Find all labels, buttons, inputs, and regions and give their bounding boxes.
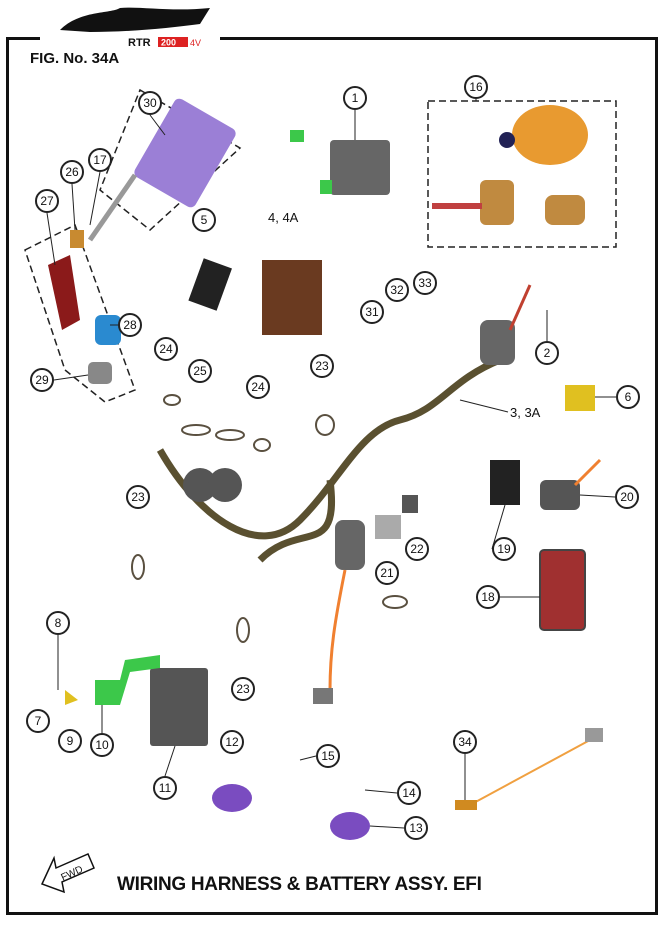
- cover-13: [330, 812, 370, 840]
- callout-17: 17: [88, 148, 112, 172]
- bracket-5: [188, 258, 232, 311]
- callout-34: 34: [453, 730, 477, 754]
- callout-10: 10: [90, 733, 114, 757]
- callout-23b: 23: [126, 485, 150, 509]
- figure-number: FIG. No. 34A: [30, 50, 120, 67]
- sensor-4: [262, 260, 322, 335]
- sensor-20: [540, 480, 580, 510]
- callout-22: 22: [405, 537, 429, 561]
- callout-15: 15: [316, 744, 340, 768]
- callout-32: 32: [385, 278, 409, 302]
- callout-11: 11: [153, 776, 177, 800]
- callout-31: 31: [360, 300, 384, 324]
- ignition-coil: [134, 98, 236, 208]
- callout-29: 29: [30, 368, 54, 392]
- callout-16: 16: [464, 75, 488, 99]
- ignition-lock: [480, 180, 514, 225]
- svg-text:RTR: RTR: [128, 37, 151, 49]
- callout-18: 18: [476, 585, 500, 609]
- horn-relay: [480, 320, 515, 365]
- diagram-frame: [6, 37, 658, 915]
- callout-28: 28: [118, 313, 142, 337]
- plug-cap: [48, 255, 80, 330]
- callout-5: 5: [192, 208, 216, 232]
- hv-lead: [87, 173, 138, 242]
- label-3-3a: 3, 3A: [510, 405, 541, 420]
- callout-24: 24: [154, 337, 178, 361]
- wiring-harness: [156, 356, 502, 540]
- callout-33: 33: [413, 271, 437, 295]
- regulator-rectifier: [330, 140, 390, 195]
- callout-13: 13: [404, 816, 428, 840]
- callout-26: 26: [60, 160, 84, 184]
- callout-9: 9: [58, 729, 82, 753]
- cable-ties: [131, 394, 408, 643]
- callout-20: 20: [615, 485, 639, 509]
- callout-23: 23: [310, 354, 334, 378]
- callout-8: 8: [46, 611, 70, 635]
- key-set-group-box: [427, 100, 617, 248]
- plug-cap-group-box: [24, 223, 136, 403]
- fuse-box: [490, 460, 520, 505]
- callout-14: 14: [397, 781, 421, 805]
- callout-12: 12: [220, 730, 244, 754]
- callout-2: 2: [535, 341, 559, 365]
- key: [499, 132, 515, 148]
- part-21: [375, 515, 401, 539]
- label-4-4a: 4, 4A: [268, 210, 299, 225]
- apache-rtr-logo: RTR 200 4V: [60, 7, 210, 49]
- part-22: [402, 495, 418, 513]
- ecu: [539, 549, 586, 631]
- fuel-cap: [512, 105, 588, 165]
- callout-27: 27: [35, 189, 59, 213]
- callout-24b: 24: [246, 375, 270, 399]
- callout-30: 30: [138, 91, 162, 115]
- callout-7: 7: [26, 709, 50, 733]
- cover-12: [212, 784, 252, 812]
- callout-21: 21: [375, 561, 399, 585]
- cap-holder: [70, 230, 84, 248]
- callout-6: 6: [616, 385, 640, 409]
- sensor-lead-34: [469, 739, 591, 806]
- svg-text:4V: 4V: [190, 38, 201, 48]
- battery: [150, 668, 208, 746]
- callout-25: 25: [188, 359, 212, 383]
- seat-lock: [545, 195, 585, 225]
- relay-6: [565, 385, 595, 411]
- forward-arrow-icon: FWD: [40, 853, 95, 894]
- callout-23c: 23: [231, 677, 255, 701]
- plug-boot: [95, 315, 121, 345]
- callout-1: 1: [343, 86, 367, 110]
- callout-19: 19: [492, 537, 516, 561]
- svg-text:200: 200: [161, 38, 176, 48]
- battery-bracket: [95, 655, 160, 705]
- dust-cover: [88, 362, 112, 384]
- leader-lines: [46, 99, 616, 829]
- diagram-title: WIRING HARNESS & BATTERY ASSY. EFI: [117, 874, 482, 895]
